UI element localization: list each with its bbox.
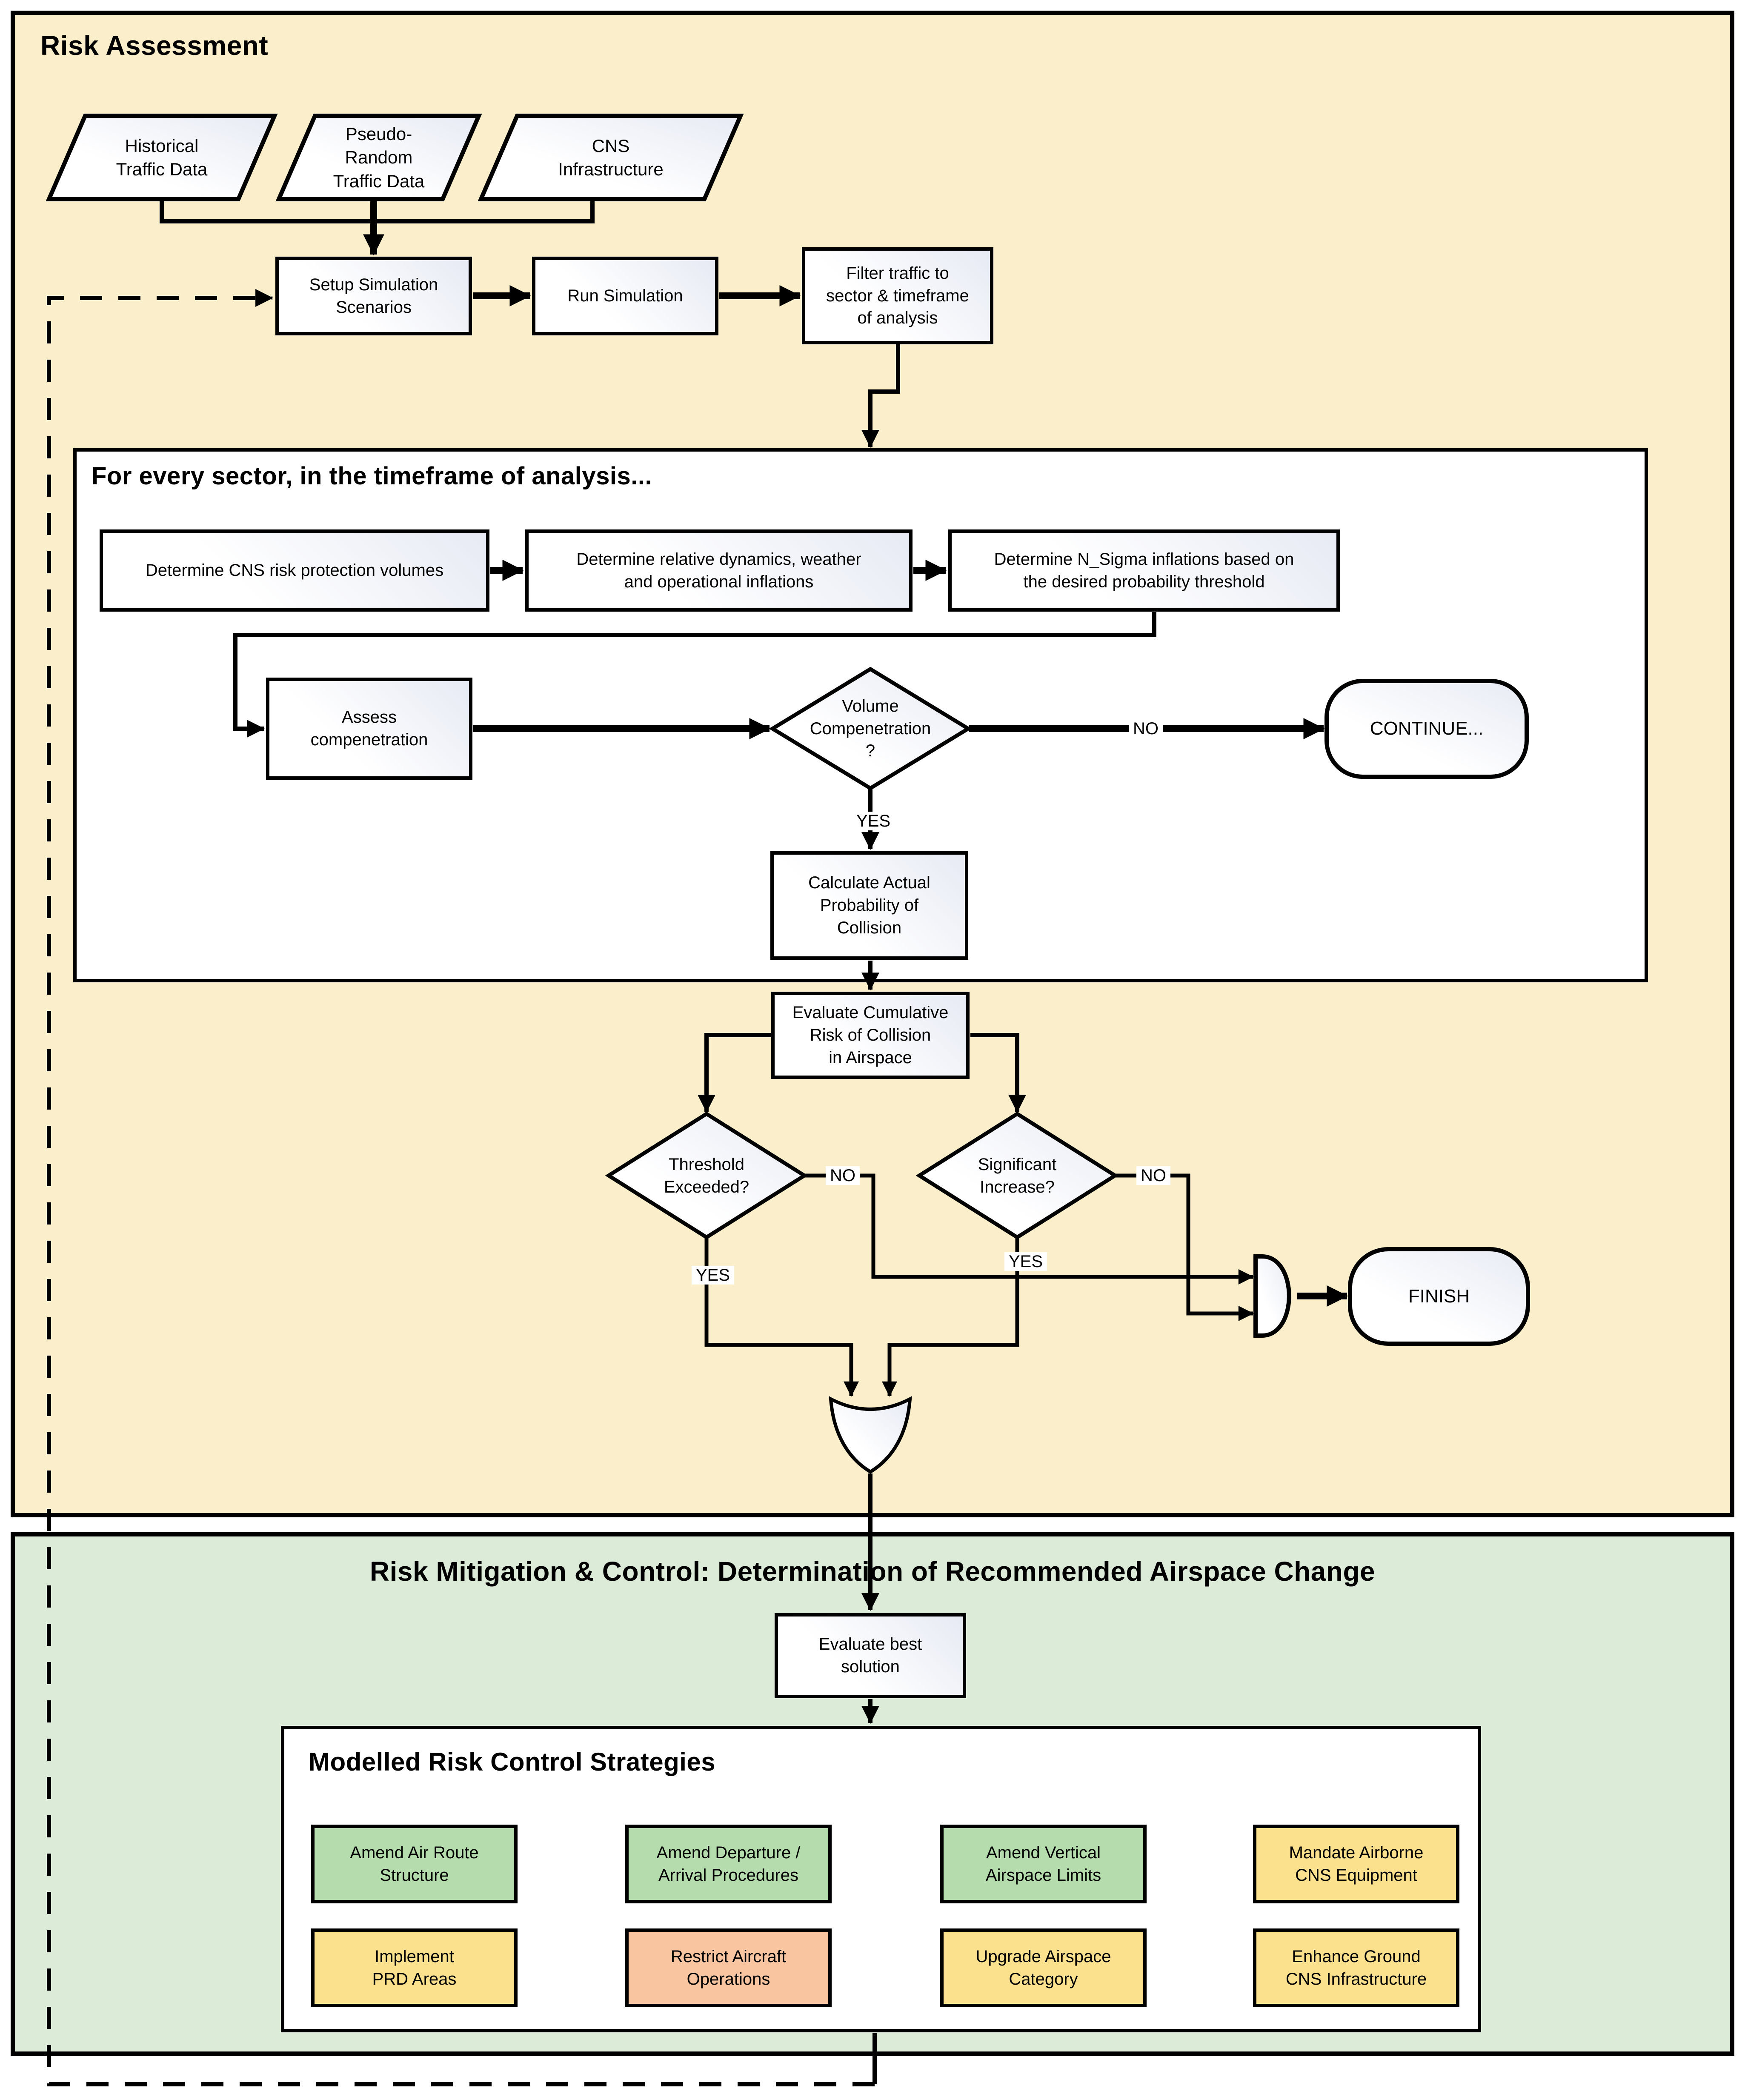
filter-traffic-node: Filter traffic to sector & timeframe of … [802, 247, 993, 344]
threshold-no-label: NO [826, 1166, 860, 1185]
cns-infrastructure-parallelogram [478, 114, 744, 201]
determine-cns-volumes-node: Determine CNS risk protection volumes [100, 529, 489, 612]
historical-data-parallelogram [46, 114, 278, 201]
pseudo-random-parallelogram [275, 114, 482, 201]
strategies-title: Modelled Risk Control Strategies [309, 1748, 716, 1776]
finish-terminator [1348, 1247, 1530, 1346]
evaluate-cumulative-node: Evaluate Cumulative Risk of Collision in… [771, 992, 970, 1079]
edge-significant-no-and [1116, 1173, 1254, 1321]
risk-assessment-title: Risk Assessment [40, 30, 269, 61]
strategy-amend-departure-arrival: Amend Departure / Arrival Procedures [625, 1825, 832, 1903]
volume-compenetration-diamond [769, 667, 972, 791]
strategy-mandate-airborne-cns: Mandate Airborne CNS Equipment [1253, 1825, 1459, 1903]
threshold-exceeded-diamond [605, 1111, 808, 1240]
edge-feedback-dashed [47, 289, 875, 2086]
significant-yes-label: YES [1004, 1252, 1047, 1271]
strategy-amend-vertical-limits: Amend Vertical Airspace Limits [940, 1825, 1147, 1903]
edge-evalcum-to-significant [970, 1033, 1026, 1113]
strategy-upgrade-category: Upgrade Airspace Category [940, 1928, 1147, 2007]
or-gate [829, 1396, 912, 1474]
threshold-yes-label: YES [691, 1266, 735, 1285]
sector-loop-title: For every sector, in the timeframe of an… [92, 462, 652, 490]
volume-no-label: NO [1129, 719, 1163, 738]
calculate-probability-node: Calculate Actual Probability of Collisio… [770, 851, 968, 960]
edge-d3-to-assess [233, 612, 1156, 738]
edge-significant-yes-or [882, 1238, 1019, 1397]
volume-yes-label: YES [852, 812, 895, 830]
strategy-implement-prd: Implement PRD Areas [311, 1928, 518, 2007]
edge-threshold-yes-or [704, 1238, 859, 1397]
edge-filter-to-loop [861, 344, 900, 448]
setup-simulation-node: Setup Simulation Scenarios [275, 257, 472, 335]
significant-increase-diamond [915, 1111, 1119, 1240]
assess-compenetration-node: Assess compenetration [266, 678, 472, 780]
edge-evalcum-to-threshold [698, 1033, 771, 1113]
strategy-enhance-ground-cns: Enhance Ground CNS Infrastructure [1253, 1928, 1459, 2007]
and-gate [1253, 1254, 1291, 1338]
strategy-restrict-aircraft: Restrict Aircraft Operations [625, 1928, 832, 2007]
evaluate-best-node: Evaluate best solution [775, 1613, 966, 1698]
determine-dynamics-node: Determine relative dynamics, weather and… [525, 529, 913, 612]
run-simulation-node: Run Simulation [532, 257, 718, 335]
significant-no-label: NO [1136, 1166, 1170, 1185]
continue-terminator [1324, 679, 1529, 779]
determine-nsigma-node: Determine N_Sigma inflations based on th… [948, 529, 1340, 612]
strategy-amend-air-route: Amend Air Route Structure [311, 1825, 518, 1903]
